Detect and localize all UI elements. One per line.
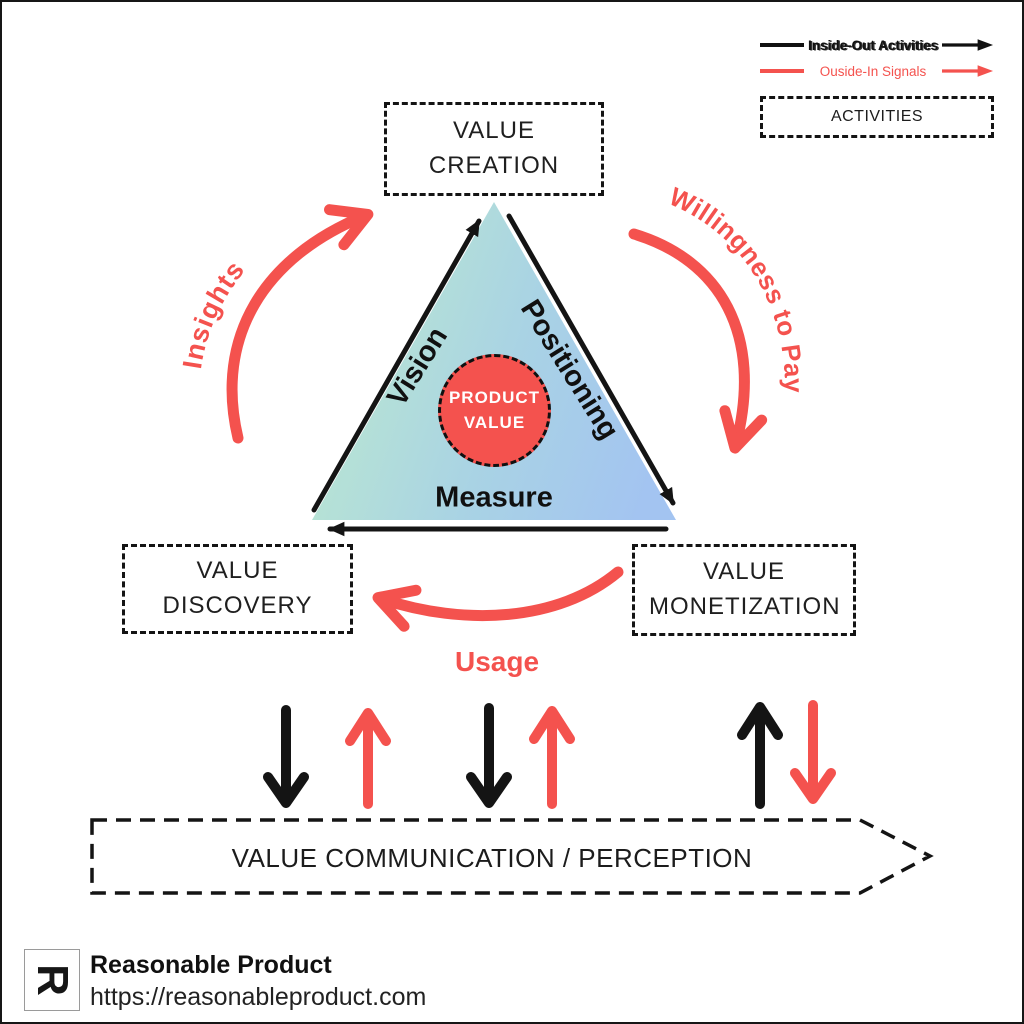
product-value-circle: PRODUCT VALUE [438, 354, 551, 467]
signal-arrow-insights [226, 204, 374, 444]
outside-in-line [760, 69, 804, 73]
value-communication-banner-label: VALUE COMMUNICATION / PERCEPTION [231, 843, 753, 873]
signal-arrow-willingness [628, 228, 768, 454]
signal-arrow-usage [372, 566, 624, 632]
value-creation-box: VALUE CREATION [384, 102, 604, 196]
activities-label: ACTIVITIES [830, 108, 924, 125]
product-value-line2: VALUE [463, 412, 526, 432]
brand-url: https://reasonableproduct.com [90, 983, 427, 1011]
inside-out-label: Inside-Out Activities [807, 37, 939, 53]
black-up-arrow-3 [737, 702, 783, 809]
logo-letter-r: R [28, 964, 77, 996]
red-down-arrow-3 [790, 700, 836, 804]
value-creation-label: VALUE CREATION [428, 117, 560, 179]
product-value-line1: PRODUCT [448, 388, 541, 408]
outside-in-arrow-icon [942, 65, 994, 77]
value-monetization-label: VALUE MONETIZATION [649, 558, 841, 620]
value-discovery-label: VALUE DISCOVERY [162, 557, 313, 619]
value-monetization-box: VALUE MONETIZATION [632, 544, 856, 636]
measure-edge-label: Measure [435, 481, 553, 514]
edge-arrow-positioning-down [506, 213, 676, 506]
willingness-to-pay-label: Willingness to Pay [665, 181, 809, 393]
inside-out-line [760, 43, 804, 47]
outside-in-label: Ouside-In Signals [819, 63, 927, 79]
black-down-arrow-1 [263, 705, 309, 808]
legend: Inside-Out Activities Ouside-In Signals … [760, 32, 994, 138]
value-discovery-box: VALUE DISCOVERY [122, 544, 353, 634]
legend-inside-out-row: Inside-Out Activities [760, 32, 994, 58]
red-up-arrow-2 [529, 706, 575, 809]
brand-name: Reasonable Product [90, 951, 332, 979]
value-communication-banner-outline [90, 818, 934, 895]
red-up-arrow-1 [345, 708, 391, 809]
inside-out-arrow-icon [942, 39, 994, 51]
reasonable-product-logo: R [24, 949, 80, 1011]
black-down-arrow-2 [466, 703, 512, 808]
legend-outside-in-row: Ouside-In Signals [760, 58, 994, 84]
edge-arrow-vision-up [311, 218, 482, 513]
usage-label: Usage [454, 646, 540, 677]
activities-legend-box: ACTIVITIES [760, 96, 994, 138]
